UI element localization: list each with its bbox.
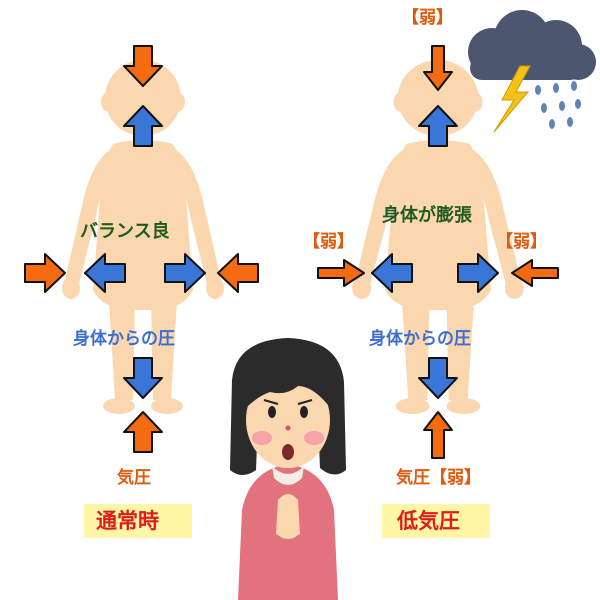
lightning-icon <box>493 65 531 133</box>
worried-woman-icon <box>230 338 346 600</box>
air-pressure-arrow <box>123 411 163 453</box>
weak-air-pressure-arrow <box>317 259 365 287</box>
weak-air-pressure-label: 気圧【弱】 <box>396 468 481 488</box>
weak-air-pressure-arrow <box>423 411 453 459</box>
air-pressure-arrow <box>24 253 66 293</box>
low-pressure-highlight <box>382 504 490 538</box>
body-pressure-label: 身体からの圧 <box>369 329 471 349</box>
body-pressure-label: 身体からの圧 <box>73 329 175 349</box>
storm-cloud-icon <box>468 10 596 133</box>
weak-air-pressure-arrow <box>511 259 559 287</box>
weak-top-label: 【弱】 <box>402 8 453 28</box>
air-pressure-arrow <box>217 253 259 293</box>
weak-left-label: 【弱】 <box>303 232 354 252</box>
expand-label: 身体が膨張 <box>382 205 472 226</box>
normal-state-label: 通常時 <box>96 509 159 533</box>
low-pressure-label: 低気圧 <box>397 509 460 533</box>
weak-right-label: 【弱】 <box>496 232 547 252</box>
balance-label: バランス良 <box>80 221 170 242</box>
normal-state-highlight <box>84 504 192 538</box>
air-pressure-label: 気圧 <box>117 468 151 488</box>
weak-air-pressure-arrow <box>423 45 453 91</box>
